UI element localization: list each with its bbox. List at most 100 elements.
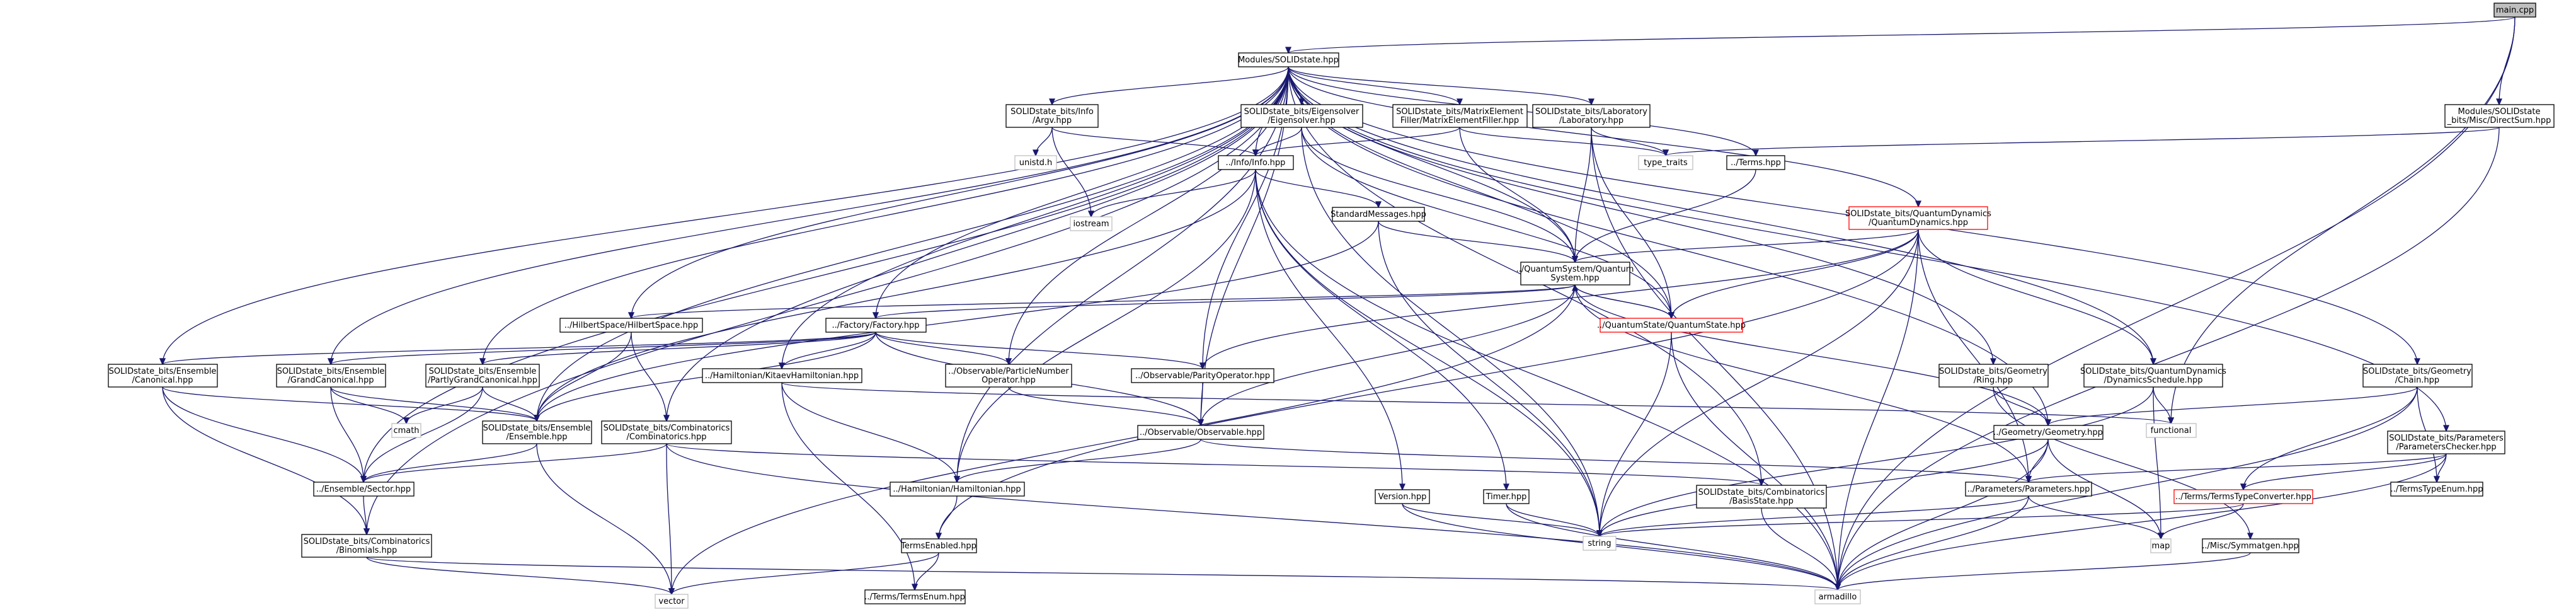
node-label: System.hpp	[1550, 274, 1599, 283]
node-stdmsg[interactable]: StandardMessages.hpp	[1331, 207, 1426, 222]
node-box	[1814, 589, 1861, 604]
node-box	[2173, 489, 2313, 504]
node-canon[interactable]: SOLIDstate_bits/Ensemble/Canonical.hpp	[108, 364, 218, 388]
edge-info-to-iostream	[1087, 169, 1256, 218]
node-label: ../Info/Info.hpp	[1226, 158, 1286, 168]
node-label: type_traits	[1644, 158, 1688, 168]
edge-stdmsg-to-qsys	[1378, 221, 1579, 263]
node-info[interactable]: ../Info/Info.hpp	[1218, 155, 1294, 170]
node-hilbert[interactable]: ../HilbertSpace/HilbertSpace.hpp	[559, 318, 703, 333]
node-termsenabled[interactable]: TermsEnabled.hpp	[900, 538, 977, 553]
node-ttconv[interactable]: ../Terms/TermsTypeConverter.hpp	[2173, 489, 2313, 504]
edge-dynsched-to-map	[2153, 386, 2165, 540]
node-iostream[interactable]: iostream	[1070, 216, 1113, 231]
edge-paramchk-to-params	[2025, 453, 2447, 483]
node-parity[interactable]: ../Observable/ParityOperator.hpp	[1131, 368, 1274, 383]
node-chain[interactable]: SOLIDstate_bits/Geometry/Chain.hpp	[2362, 364, 2473, 388]
node-label: cmath	[393, 426, 419, 436]
node-eigsolver[interactable]: SOLIDstate_bits/Eigensolver/Eigensolver.…	[1240, 104, 1363, 128]
node-version[interactable]: Version.hpp	[1375, 489, 1430, 504]
node-dynsched[interactable]: SOLIDstate_bits/QuantumDynamics/Dynamics…	[2080, 364, 2226, 388]
edge-eigsolver-to-qsys	[1301, 127, 1579, 263]
edge-qstate-to-qsys	[1571, 284, 1672, 319]
node-box	[1848, 206, 1988, 230]
node-string[interactable]: string	[1583, 536, 1617, 551]
node-label: ../Factory/Factory.hpp	[832, 321, 919, 330]
edge-info-to-string	[1255, 169, 1603, 538]
node-solid[interactable]: Modules/SOLIDstate.hpp	[1238, 52, 1339, 67]
node-paramchk[interactable]: SOLIDstate_bits/Parameters/ParametersChe…	[2387, 430, 2505, 454]
node-cmath[interactable]: cmath	[391, 423, 421, 438]
node-termsenum[interactable]: ../Terms/TermsEnum.hpp	[864, 589, 966, 604]
node-qstate[interactable]: ../QuantumState/QuantumState.hpp	[1597, 318, 1746, 333]
edge-timer-to-armadillo	[1506, 503, 1841, 591]
node-label: ../Hamiltonian/KitaevHamiltonian.hpp	[705, 371, 859, 381]
node-box	[1638, 155, 1693, 170]
edge-termsenabled-to-termsenum	[911, 552, 939, 591]
edge-canon-to-ensemble	[162, 386, 541, 422]
node-armadillo[interactable]: armadillo	[1814, 589, 1861, 604]
node-box	[1696, 485, 1827, 509]
node-box	[1520, 262, 1630, 286]
node-argv[interactable]: SOLIDstate_bits/Info/Argv.hpp	[1005, 104, 1099, 128]
node-label: SOLIDstate_bits/Combinatorics	[304, 537, 430, 546]
node-terms[interactable]: ../Terms.hpp	[1726, 155, 1785, 170]
node-label: iostream	[1073, 219, 1109, 229]
node-label: ../Hamiltonian/Hamiltonian.hpp	[893, 485, 1021, 494]
node-box	[1993, 425, 2104, 440]
node-observable[interactable]: ../Observable/Observable.hpp	[1137, 425, 1264, 440]
node-label: /GrandCanonical.hpp	[288, 376, 374, 385]
edge-canon-to-binomials	[162, 386, 370, 536]
edge-info-to-stdmsg	[1255, 169, 1382, 209]
node-label: ../Terms/TermsTypeConverter.hpp	[2175, 492, 2311, 502]
node-binomials[interactable]: SOLIDstate_bits/Combinatorics/Binomials.…	[301, 534, 432, 558]
node-map[interactable]: map	[2150, 538, 2172, 553]
node-vector[interactable]: vector	[655, 594, 689, 609]
node-pgcanon[interactable]: SOLIDstate_bits/Ensemble/PartlyGrandCano…	[425, 364, 540, 388]
node-unistd[interactable]: unistd.h	[1014, 155, 1057, 170]
node-label: ../Ensemble/Sector.hpp	[316, 485, 411, 494]
node-box	[1965, 482, 2092, 497]
edge-binomials-to-vector	[366, 557, 675, 596]
node-dsum[interactable]: Modules/SOLIDstate_bits/Misc/DirectSum.h…	[2444, 104, 2555, 128]
node-qsys[interactable]: ../QuantumSystem/QuantumSystem.hpp	[1516, 262, 1634, 286]
edge-info-to-armadillo	[1255, 169, 1841, 591]
node-box	[313, 482, 415, 497]
edge-hamil-to-termsenabled	[935, 495, 958, 540]
node-timer[interactable]: Timer.hpp	[1483, 489, 1530, 504]
node-kitaev[interactable]: ../Hamiltonian/KitaevHamiltonian.hpp	[702, 368, 862, 383]
node-hamil[interactable]: ../Hamiltonian/Hamiltonian.hpp	[890, 482, 1025, 497]
node-main[interactable]: main.cpp	[2493, 3, 2536, 18]
node-gcanon[interactable]: SOLIDstate_bits/Ensemble/GrandCanonical.…	[276, 364, 386, 388]
node-params[interactable]: ../Parameters/Parameters.hpp	[1965, 482, 2092, 497]
node-qdyn[interactable]: SOLIDstate_bits/QuantumDynamics/QuantumD…	[1845, 206, 1991, 230]
node-combin[interactable]: SOLIDstate_bits/Combinatorics/Combinator…	[601, 420, 732, 444]
node-ring[interactable]: SOLIDstate_bits/Geometry/Ring.hpp	[1938, 364, 2049, 388]
node-label: ../Misc/Symmatgen.hpp	[2202, 541, 2298, 551]
node-ensemble[interactable]: SOLIDstate_bits/Ensemble/Ensemble.hpp	[482, 420, 592, 444]
node-box	[1392, 104, 1528, 128]
node-box	[901, 538, 977, 553]
node-sector[interactable]: ../Ensemble/Sector.hpp	[313, 482, 415, 497]
node-label: ../QuantumState/QuantumState.hpp	[1597, 321, 1746, 330]
node-basis[interactable]: SOLIDstate_bits/Combinatorics/BasisState…	[1696, 485, 1827, 509]
edge-lab-to-armadillo	[1591, 127, 1841, 591]
edge-ttconv-to-string	[1596, 503, 2244, 538]
node-factory[interactable]: ../Factory/Factory.hpp	[825, 318, 927, 333]
node-box	[2493, 3, 2536, 18]
node-typetraits[interactable]: type_traits	[1638, 155, 1693, 170]
edge-solid-to-sector	[360, 66, 1289, 483]
edge-combin-to-sector	[360, 443, 667, 483]
node-functional[interactable]: functional	[2146, 423, 2197, 438]
node-symmatgen[interactable]: ../Misc/Symmatgen.hpp	[2202, 538, 2299, 553]
node-label: /Eigensolver.hpp	[1268, 116, 1336, 125]
edge-ttconv-to-map	[2157, 503, 2244, 540]
node-mefiller[interactable]: SOLIDstate_bits/MatrixElementFiller/Matr…	[1392, 104, 1528, 128]
node-lab[interactable]: SOLIDstate_bits/Laboratory/Laboratory.hp…	[1532, 104, 1651, 128]
node-label: /ParametersChecker.hpp	[2396, 442, 2496, 452]
node-geometry[interactable]: ../Geometry/Geometry.hpp	[1993, 425, 2104, 440]
edge-gcanon-to-ensemble	[330, 386, 541, 422]
node-label: /DynamicsSchedule.hpp	[2104, 376, 2202, 385]
node-ttenum[interactable]: ../TermsTypeEnum.hpp	[2390, 482, 2483, 497]
